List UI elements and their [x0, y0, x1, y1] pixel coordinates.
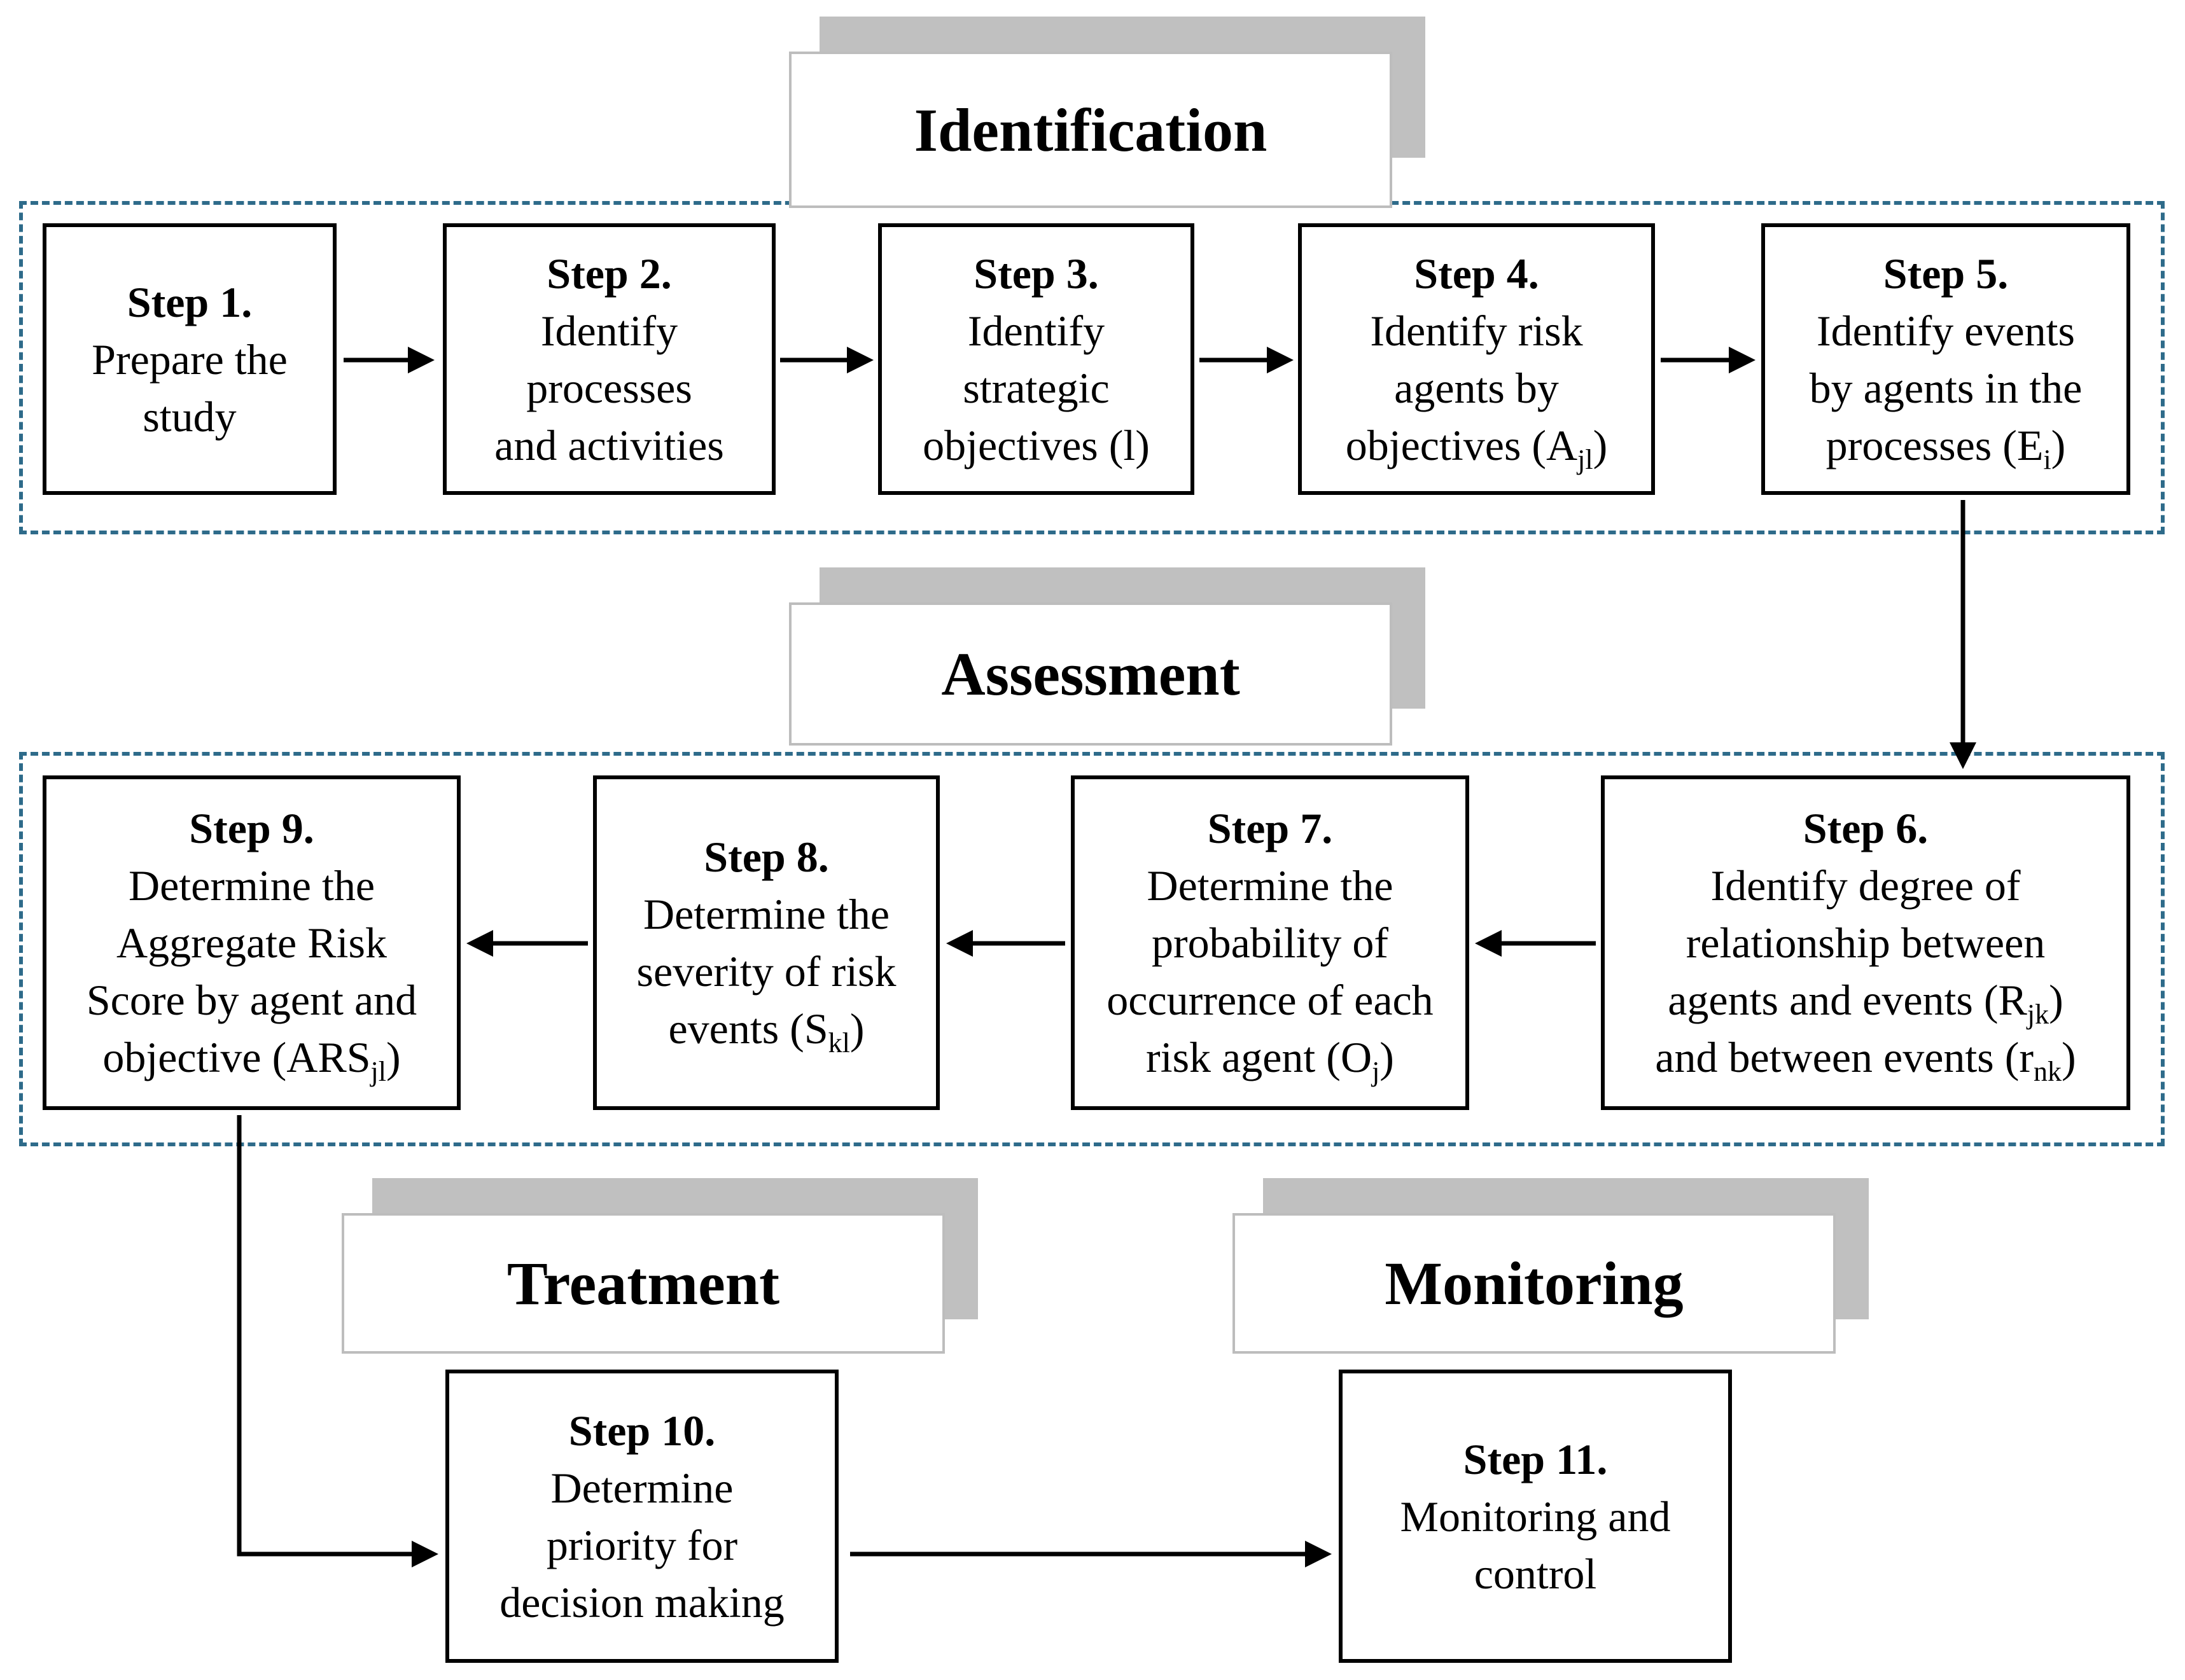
step-6-title: Step 6. [1803, 804, 1929, 852]
step-1-title: Step 1. [127, 277, 253, 326]
step-7-line: occurrence of each [1106, 976, 1434, 1024]
step-9-line: Score by agent and [86, 976, 417, 1024]
arrow-step9-to-step10 [237, 1115, 438, 1567]
step-3-line: Identify [967, 306, 1105, 355]
step-1-box: Step 1. Prepare the study [43, 223, 337, 495]
step-7-line: risk agent (Oj) [1146, 1033, 1394, 1087]
step-6-box: Step 6. Identify degree of relationship … [1601, 775, 2130, 1110]
step-3-line: objectives (l) [923, 420, 1150, 469]
step-10-line: Determine [550, 1463, 734, 1512]
step-10-title: Step 10. [568, 1406, 716, 1455]
step-6-line: Identify degree of [1710, 861, 2021, 910]
assessment-title: Assessment [941, 640, 1240, 708]
step-6-line: and between events (rnk) [1655, 1033, 2076, 1087]
step-3-line: strategic [963, 363, 1110, 412]
step-10-box: Step 10. Determine priority for decision… [445, 1370, 839, 1663]
monitoring-title: Monitoring [1385, 1249, 1684, 1317]
step-10-line: decision making [499, 1578, 785, 1627]
step-2-line: and activities [494, 420, 724, 469]
step-5-title: Step 5. [1883, 249, 2009, 298]
step-1-line: Prepare the [92, 335, 288, 384]
step-4-box: Step 4. Identify risk agents by objectiv… [1298, 223, 1655, 495]
step-9-line: objective (ARSjl) [102, 1033, 401, 1087]
step-8-line: Determine the [643, 890, 890, 938]
treatment-title: Treatment [506, 1249, 780, 1317]
assessment-group [19, 752, 2165, 1146]
step-3-box: Step 3. Identify strategic objectives (l… [878, 223, 1194, 495]
step-7-line: probability of [1151, 919, 1389, 967]
step-1-line: study [143, 392, 237, 441]
step-2-line: processes [526, 363, 692, 412]
step-10-line: priority for [546, 1520, 738, 1569]
step-8-line: severity of risk [636, 947, 897, 996]
step-4-line: agents by [1394, 363, 1559, 412]
identification-title: Identification [914, 95, 1267, 164]
step-4-line: Identify risk [1370, 306, 1583, 355]
step-11-title: Step 11. [1463, 1434, 1608, 1483]
step-8-title: Step 8. [704, 833, 829, 881]
step-5-line: Identify events [1817, 306, 2075, 355]
step-5-line: processes (Ei) [1825, 420, 2066, 475]
step-8-line: events (Skl) [668, 1004, 865, 1059]
step-11-box: Step 11. Monitoring and control [1339, 1370, 1732, 1663]
step-11-line: Monitoring and [1400, 1492, 1671, 1541]
step-2-title: Step 2. [547, 249, 672, 298]
step-9-title: Step 9. [189, 804, 314, 852]
step-7-title: Step 7. [1207, 804, 1333, 852]
step-9-line: Aggregate Risk [116, 919, 387, 967]
step-4-title: Step 4. [1414, 249, 1539, 298]
step-6-line: relationship between [1686, 919, 2046, 967]
step-11-line: control [1474, 1549, 1597, 1598]
step-9-line: Determine the [128, 861, 375, 910]
step-5-line: by agents in the [1809, 363, 2083, 412]
step-6-line: agents and events (Rjk) [1668, 976, 2063, 1030]
step-2-box: Step 2. Identify processes and activitie… [443, 223, 776, 495]
step-4-line: objectives (Ajl) [1345, 420, 1608, 475]
step-2-line: Identify [540, 306, 678, 355]
step-7-box: Step 7. Determine the probability of occ… [1071, 775, 1469, 1110]
step-7-line: Determine the [1147, 861, 1393, 910]
step-8-box: Step 8. Determine the severity of risk e… [593, 775, 940, 1110]
step-3-title: Step 3. [974, 249, 1099, 298]
step-5-box: Step 5. Identify events by agents in the… [1761, 223, 2130, 495]
step-9-box: Step 9. Determine the Aggregate Risk Sco… [43, 775, 461, 1110]
